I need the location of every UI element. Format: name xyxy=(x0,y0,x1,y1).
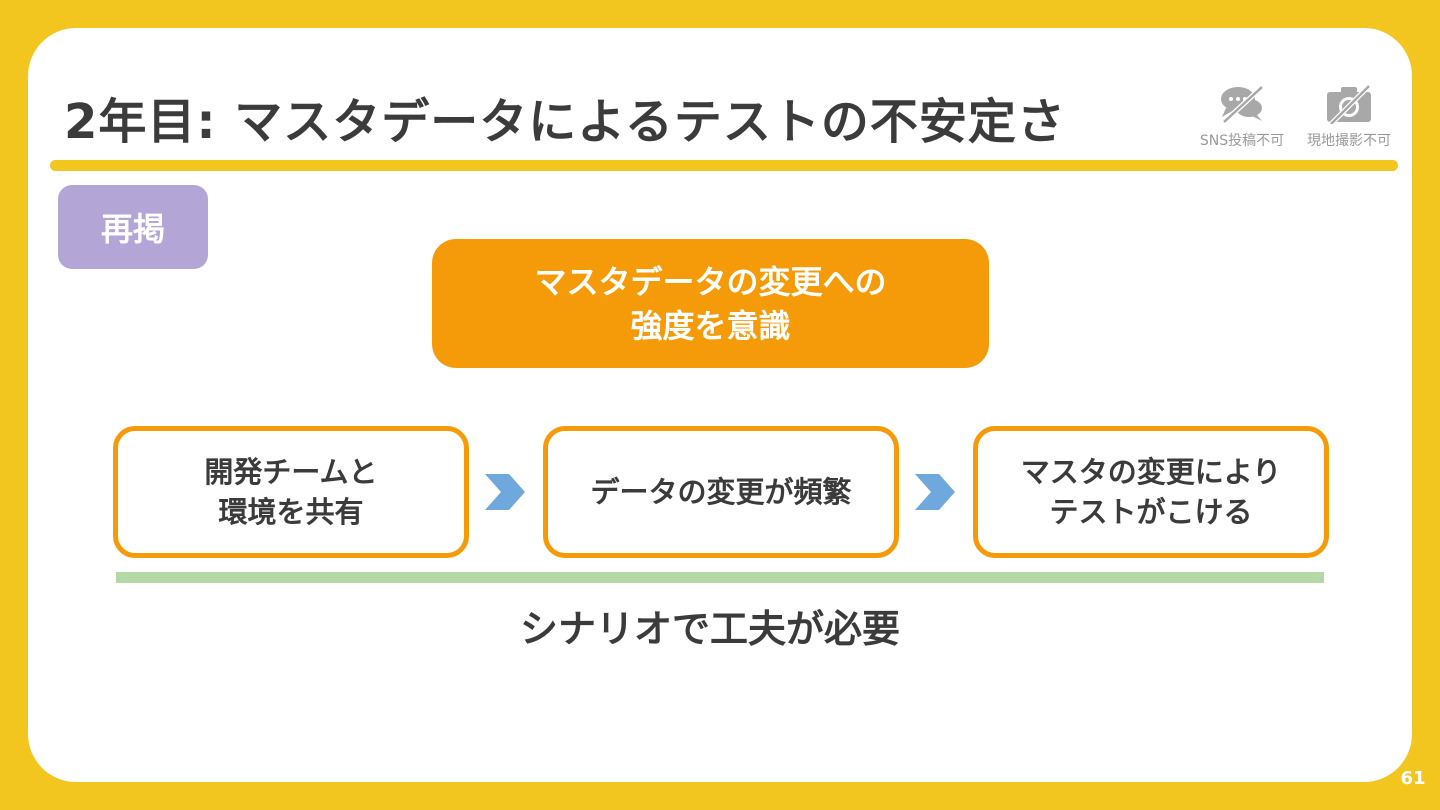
flow-step-3: マスタの変更により テストがこける xyxy=(973,426,1329,558)
slide-card xyxy=(28,28,1412,782)
chevron-right-icon xyxy=(485,474,525,510)
flow-step-3-line-1: マスタの変更により xyxy=(1020,455,1282,489)
divider-bar xyxy=(116,572,1324,583)
page-number: 61 xyxy=(1400,768,1426,789)
flow-step-2-line-1: データの変更が頻繁 xyxy=(590,475,852,509)
title-underline xyxy=(50,160,1398,171)
policy-sns-label: SNS投稿不可 xyxy=(1199,133,1285,149)
no-photo-icon xyxy=(1327,84,1371,126)
flow-step-1-line-1: 開発チームと xyxy=(204,455,378,489)
main-point-line-2: 強度を意識 xyxy=(630,306,791,345)
main-point-box: マスタデータの変更への 強度を意識 xyxy=(432,239,989,368)
repost-badge: 再掲 xyxy=(58,185,208,269)
chevron-right-icon xyxy=(915,474,955,510)
flow-step-1: 開発チームと 環境を共有 xyxy=(113,426,469,558)
flow-step-3-line-2: テストがこける xyxy=(1049,495,1253,529)
policy-no-photo: 現地撮影不可 xyxy=(1300,84,1398,150)
slide-title: 2年目: マスタデータによるテストの不安定さ xyxy=(64,94,1066,150)
main-point-line-1: マスタデータの変更への xyxy=(534,262,887,301)
flow-step-1-line-2: 環境を共有 xyxy=(218,495,364,529)
no-sns-icon xyxy=(1221,85,1264,124)
policy-photo-label: 現地撮影不可 xyxy=(1307,133,1391,149)
flow-step-2: データの変更が頻繁 xyxy=(543,426,899,558)
conclusion-text: シナリオで工夫が必要 xyxy=(519,607,900,651)
policy-no-sns: SNS投稿不可 xyxy=(1192,84,1292,150)
